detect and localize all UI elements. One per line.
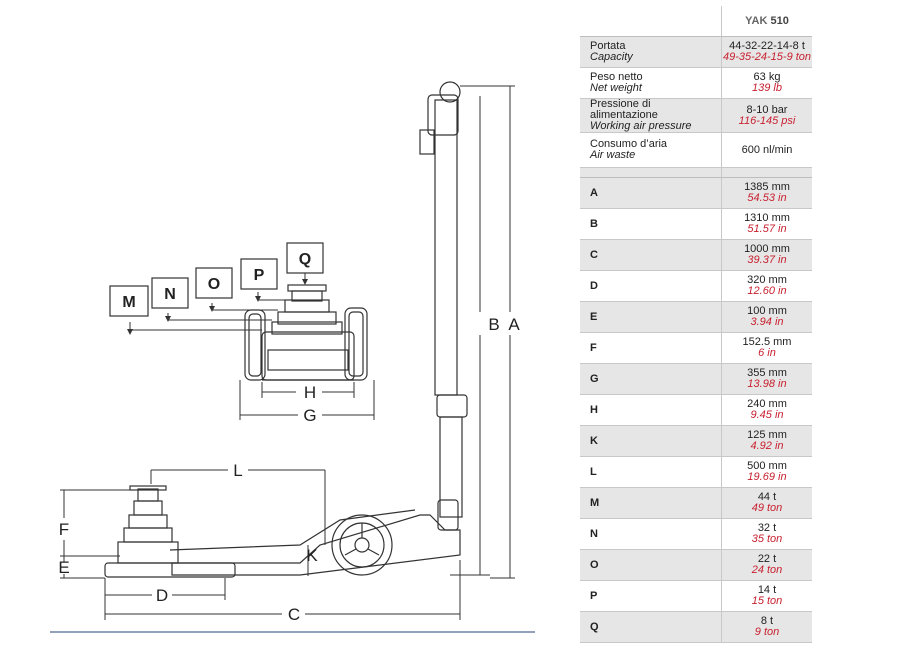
label-E: E (58, 558, 69, 577)
header-row: YAK 510 (580, 6, 812, 37)
label-M: M (122, 294, 135, 311)
label-F: F (59, 520, 69, 539)
label-A: A (508, 315, 520, 334)
label-B: B (488, 315, 499, 334)
label-N: N (164, 286, 176, 303)
label-L: L (233, 461, 242, 480)
label-D: D (156, 586, 168, 605)
model-header: YAK 510 (721, 6, 812, 37)
label-G: G (303, 406, 316, 425)
jack-dimension-drawing: M N O P Q H G L K F E D C B A (50, 81, 535, 633)
label-O: O (208, 276, 220, 293)
label-C: C (288, 605, 300, 624)
label-K: K (306, 546, 318, 565)
spacer-row (580, 167, 812, 178)
label-Q: Q (299, 251, 311, 268)
jack-side-view (104, 81, 468, 578)
jack-front-view (244, 284, 368, 381)
label-H: H (304, 383, 316, 402)
label-P: P (254, 267, 265, 284)
